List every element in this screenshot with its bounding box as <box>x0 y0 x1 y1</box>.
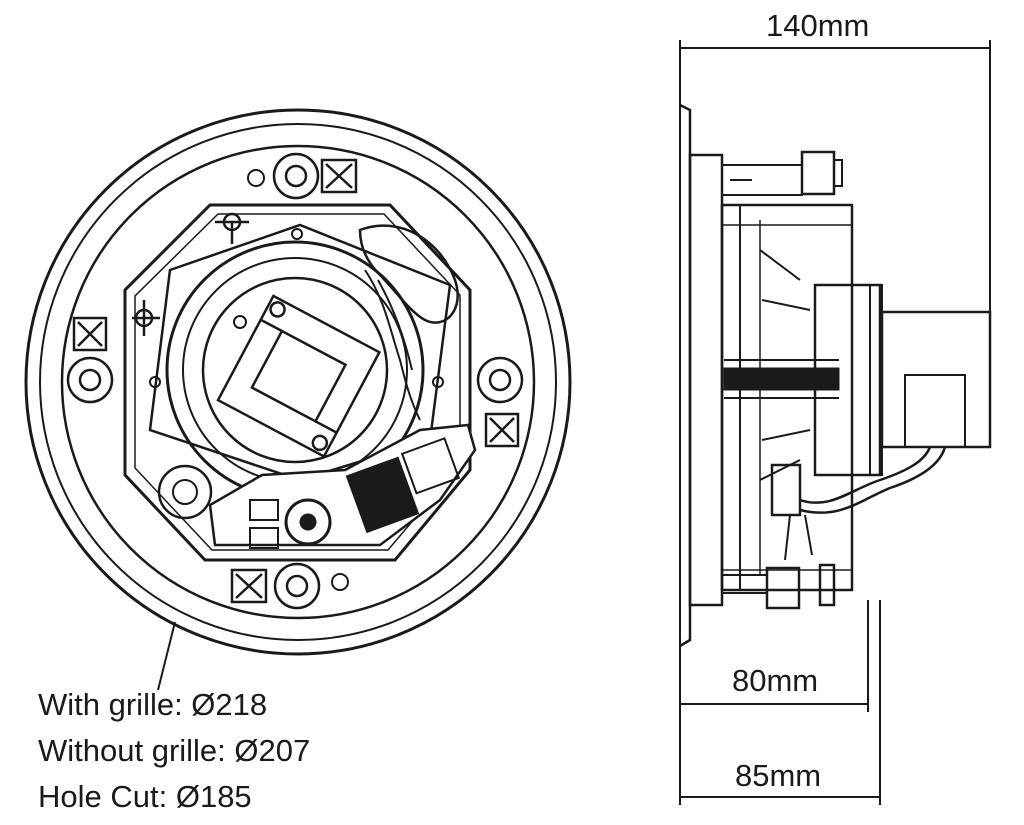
cross-marker-left <box>132 300 160 336</box>
clamp-top-side-body <box>800 150 836 196</box>
flange-width-label: 85mm <box>735 758 822 793</box>
with-grille-spec: With grille: Ø218 <box>38 687 268 722</box>
baffle <box>688 153 724 607</box>
frame-ring <box>60 144 536 620</box>
body-width-label: 80mm <box>732 663 819 698</box>
tap-selector-knob-center <box>299 513 317 531</box>
grille-outer-ring <box>24 108 572 656</box>
cable-2 <box>799 446 947 514</box>
terminal-strip <box>723 367 840 391</box>
connector-side <box>770 463 802 517</box>
hole-cut-spec: Hole Cut: Ø185 <box>38 779 252 814</box>
side-view <box>679 40 992 805</box>
screw-hole <box>291 228 303 240</box>
tap-selector-knob <box>284 498 332 546</box>
clamp-right <box>476 356 524 448</box>
clamp-left <box>66 316 114 404</box>
driver-magnet <box>201 276 389 464</box>
without-grille-spec: Without grille: Ø207 <box>38 733 311 768</box>
capacitor-block <box>345 456 420 534</box>
flange <box>679 103 692 648</box>
cable <box>799 446 932 504</box>
cone-profile <box>759 249 811 481</box>
transformer-side <box>904 374 966 448</box>
clamp-top-side-tip <box>833 159 843 187</box>
inner-frame-edge <box>134 213 461 551</box>
clamp-bottom <box>230 562 321 610</box>
overall-depth-label: 140mm <box>766 8 870 43</box>
thermal-fuse <box>157 464 213 520</box>
clamp-bottom-side-body <box>765 566 801 610</box>
grille-inner-ring <box>39 123 557 641</box>
basket-body <box>720 203 854 592</box>
clamp-bottom-side-tip <box>818 563 836 607</box>
board-component <box>249 499 279 521</box>
cable-lead <box>784 514 813 561</box>
cross-marker-top <box>215 212 249 244</box>
screw-hole <box>432 376 444 388</box>
clamp-top <box>272 152 358 200</box>
board-component-2 <box>249 527 279 549</box>
transformer <box>216 294 382 459</box>
spec-leader-line <box>157 621 176 691</box>
wire-lead <box>364 269 421 421</box>
screw-hole <box>149 376 161 388</box>
screw-hole <box>331 573 349 591</box>
wire-harness <box>358 224 459 324</box>
thermal-fuse-inner <box>172 479 198 505</box>
pole-block <box>880 310 992 449</box>
wire-lead-2 <box>377 279 413 371</box>
screw-hole <box>233 315 247 329</box>
screw-hole <box>247 169 265 187</box>
input-terminal <box>400 437 461 495</box>
front-view <box>24 108 572 691</box>
